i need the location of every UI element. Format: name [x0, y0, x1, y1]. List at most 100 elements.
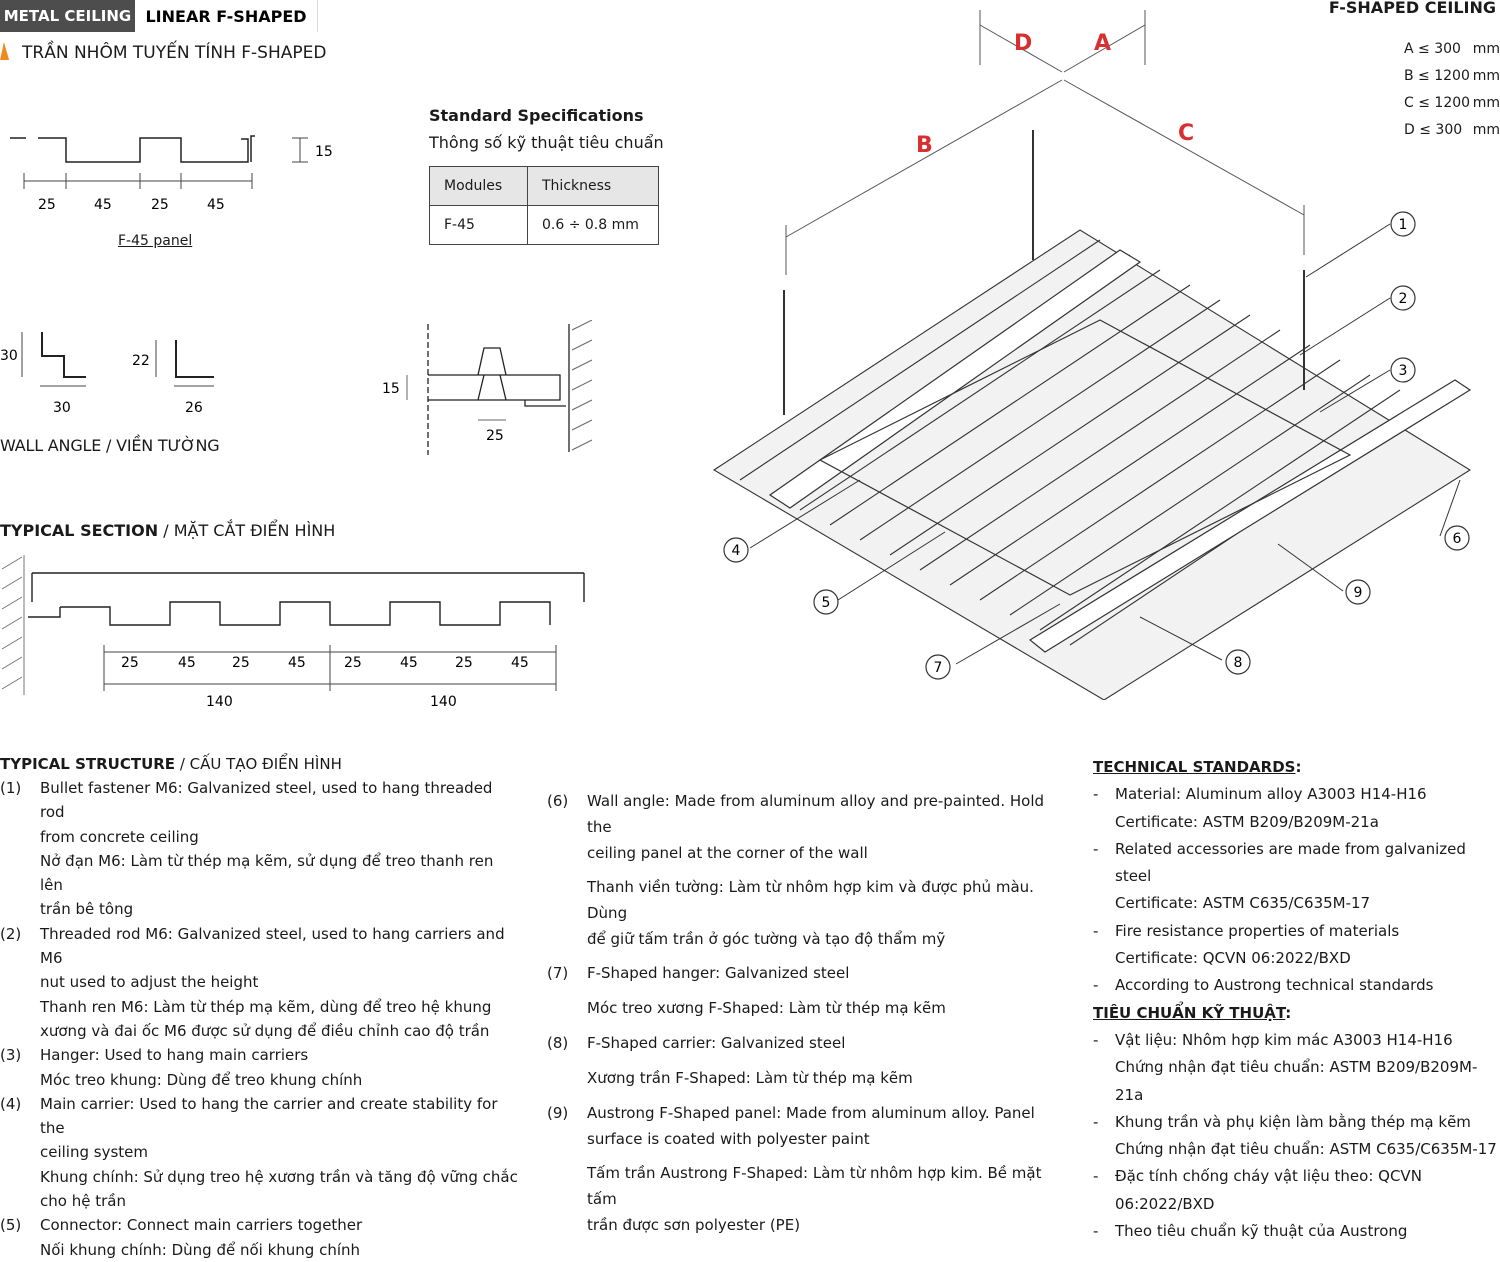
item-line: Threaded rod M6: Galvanized steel, used …: [40, 924, 505, 968]
item-line: Related accessories are made from galvan…: [1115, 839, 1466, 886]
dim-letter-b: B: [916, 133, 933, 158]
callout-1: 1: [1399, 217, 1408, 233]
item-line: Xương trần F-Shaped: Làm từ thép mạ kẽm: [587, 1069, 913, 1087]
list-item: -Fire resistance properties of materials…: [1093, 918, 1498, 973]
item-line: Khung chính: Sử dụng treo hệ xương trần …: [40, 1167, 518, 1186]
item-line: Thanh viền tường: Làm từ nhôm hợp kim và…: [587, 878, 1034, 922]
item-line: surface is coated with polyester paint: [587, 1130, 870, 1148]
item-line: trần được sơn polyester (PE): [587, 1216, 801, 1234]
callout-6: 6: [1453, 531, 1462, 547]
dim-letter-d: D: [1014, 31, 1032, 56]
item-number: (2): [0, 924, 22, 943]
item-line: Theo tiêu chuẩn kỹ thuật của Austrong: [1115, 1222, 1408, 1241]
list-item: -Vật liệu: Nhôm hợp kim mác A3003 H14-H1…: [1093, 1027, 1498, 1109]
drawing-title: F-SHAPED CEILING: [1328, 0, 1496, 17]
list-item: -Khung trần và phụ kiện làm bằng thép mạ…: [1093, 1109, 1498, 1164]
item-line: F-Shaped hanger: Galvanized steel: [587, 964, 850, 982]
item-line: ceiling panel at the corner of the wall: [587, 844, 868, 862]
item-line: According to Austrong technical standard…: [1115, 976, 1434, 995]
limit-unit: mm: [1472, 41, 1500, 57]
limit-unit: mm: [1472, 122, 1500, 138]
list-item: (4) Main carrier: Used to hang the carrie…: [0, 1092, 520, 1213]
item-line: Móc treo xương F-Shaped: Làm từ thép mạ …: [587, 999, 946, 1017]
list-item: (9)Austrong F-Shaped panel: Made from al…: [547, 1100, 1067, 1238]
dim-label: 25: [151, 197, 169, 213]
item-line: trần bê tông: [40, 900, 134, 919]
section-dim: 25: [344, 655, 362, 671]
item-number: (4): [0, 1094, 22, 1113]
dim-label: 25: [38, 197, 56, 213]
header-thickness: Thickness: [527, 166, 659, 206]
panel-caption: F-45 panel: [118, 233, 193, 249]
wall-angle-width: 26: [185, 400, 203, 416]
item-number: (3): [0, 1046, 22, 1065]
wall-angle-height: 30: [0, 348, 18, 364]
item-number: (6): [547, 792, 569, 810]
limit-unit: mm: [1472, 95, 1500, 111]
list-item: -According to Austrong technical standar…: [1093, 972, 1498, 999]
cell-module: F-45: [429, 205, 528, 245]
list-item: (2) Threaded rod M6: Galvanized steel, us…: [0, 922, 520, 1043]
dim-letter-c: C: [1178, 121, 1194, 146]
item-line: Móc treo khung: Dùng để treo khung chính: [40, 1070, 363, 1089]
dim-label: 45: [94, 197, 112, 213]
callout-9: 9: [1354, 585, 1363, 601]
specs-table: Modules Thickness F-45 0.6 ÷ 0.8 mm: [429, 166, 659, 245]
product-tag: LINEAR F-SHAPED: [135, 0, 318, 32]
structure-title-bold: TYPICAL STRUCTURE: [0, 755, 176, 773]
item-line: Certificate: ASTM B209/B209M-21a: [1115, 812, 1379, 831]
wall-angle-drawing: 30 30 22 26 15 25: [0, 320, 593, 455]
standards-title-text: TECHNICAL STANDARDS: [1093, 758, 1296, 776]
detail-width: 25: [486, 428, 504, 444]
item-line: from concrete ceiling: [40, 827, 199, 846]
structure-list-right: (6)Wall angle: Made from aluminum alloy …: [547, 788, 1067, 1238]
detail-height: 15: [382, 381, 400, 397]
callout-5: 5: [822, 595, 831, 611]
section-dim: 45: [511, 655, 529, 671]
item-line: Vật liệu: Nhôm hợp kim mác A3003 H14-H16: [1115, 1030, 1453, 1049]
list-item: -Related accessories are made from galva…: [1093, 836, 1498, 918]
wall-angle-caption: WALL ANGLE / VIỀN TƯỜNG: [0, 436, 220, 455]
item-number: (5): [0, 1216, 22, 1235]
item-line: Material: Aluminum alloy A3003 H14-H16: [1115, 785, 1427, 804]
section-total: 140: [206, 694, 233, 710]
list-item: (1)Bullet fastener M6: Galvanized steel,…: [0, 776, 520, 922]
structure-list-left: (1)Bullet fastener M6: Galvanized steel,…: [0, 776, 520, 1262]
item-line: cho hệ trần: [40, 1192, 126, 1211]
callout-3: 3: [1399, 363, 1408, 379]
dim-label: 45: [207, 197, 225, 213]
item-line: Fire resistance properties of materials: [1115, 921, 1400, 940]
callout-8: 8: [1234, 655, 1243, 671]
item-line: ceiling system: [40, 1143, 149, 1162]
item-line: Nở đạn M6: Làm từ thép mạ kẽm, sử dụng đ…: [40, 851, 494, 895]
wall-angle-width: 30: [53, 400, 71, 416]
list-item: (5)Connector: Connect main carriers toge…: [0, 1213, 520, 1262]
wall-angle-height: 22: [132, 353, 150, 369]
isometric-drawing: D A B C 1 2 3 4 5 6 7 8 9: [712, 10, 1472, 700]
item-line: Khung trần và phụ kiện làm bằng thép mạ …: [1115, 1112, 1471, 1131]
standards-title-text: TIÊU CHUẨN KỸ THUẬT: [1093, 1003, 1286, 1022]
section-dim: 45: [400, 655, 418, 671]
category-tag: METAL CEILING: [0, 0, 135, 32]
panel-profile-drawing: 15 25 45 25 45: [10, 135, 333, 213]
list-item: -Theo tiêu chuẩn kỹ thuật của Austrong: [1093, 1218, 1498, 1245]
item-line: Main carrier: Used to hang the carrier a…: [40, 1094, 498, 1138]
limit-a: A ≤ 300: [1404, 41, 1461, 57]
callout-4: 4: [732, 543, 741, 559]
section-dim: 45: [178, 655, 196, 671]
item-number: (9): [547, 1104, 569, 1122]
item-line: Đặc tính chống cháy vật liệu theo: QCVN …: [1115, 1167, 1422, 1213]
specs-title: Standard Specifications: [429, 106, 644, 125]
callout-7: 7: [934, 660, 943, 676]
item-line: Nối khung chính: Dùng để nối khung chính: [40, 1240, 361, 1259]
limit-unit: mm: [1472, 68, 1500, 84]
section-title-rest: / MẶT CẮT ĐIỂN HÌNH: [158, 521, 336, 540]
standards-title-en: TECHNICAL STANDARDS:: [1093, 758, 1302, 776]
limit-d: D ≤ 300: [1404, 122, 1463, 138]
item-line: F-Shaped carrier: Galvanized steel: [587, 1034, 846, 1052]
section-dim: 25: [121, 655, 139, 671]
